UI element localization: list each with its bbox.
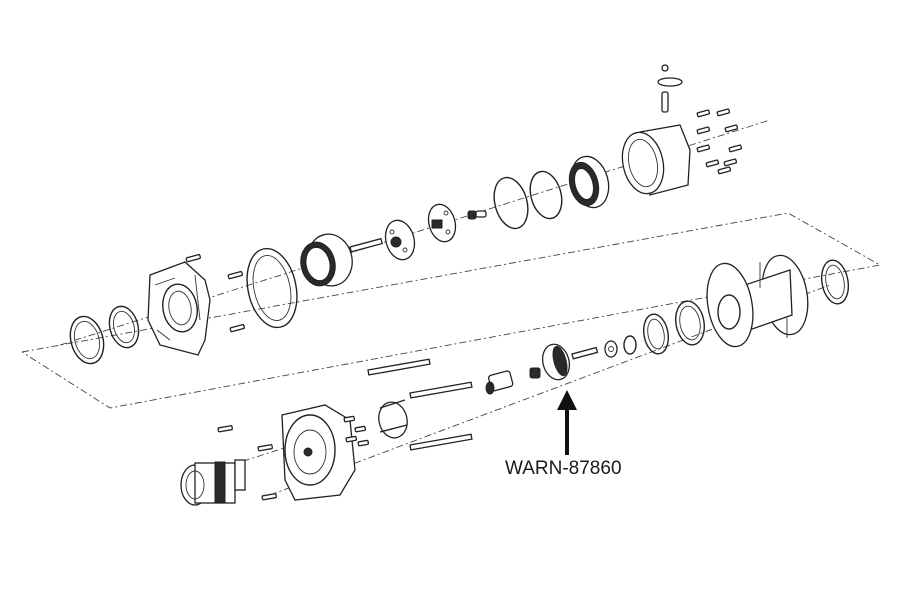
bushing-ring-left [108, 305, 140, 349]
sun-shaft [349, 237, 383, 253]
bolts-gear-housing [696, 108, 743, 175]
clutch-ring [568, 155, 610, 209]
planet-carrier-1 [384, 219, 416, 261]
end-housing [147, 261, 211, 356]
part-number-callout: WARN-87860 [505, 458, 622, 479]
clutch-lever-assembly [657, 64, 683, 113]
gasket [246, 247, 298, 329]
thrust-washer [604, 340, 618, 358]
coupler [485, 370, 514, 395]
arrow-up-icon [557, 390, 577, 455]
winch-drum [706, 254, 809, 348]
bolts-housing [185, 253, 245, 333]
retaining-ring-1 [493, 176, 529, 230]
motor [180, 459, 246, 506]
seal-ring-left [69, 315, 105, 365]
drum-seal-1 [642, 313, 670, 355]
retaining-ring-2 [529, 170, 563, 220]
ring-gear [300, 233, 353, 287]
motor-end-plate [281, 404, 356, 501]
bolts-end-plate [217, 415, 370, 501]
drum-seal-2 [674, 300, 706, 346]
spring-pin [467, 210, 487, 220]
bushing-small [623, 335, 637, 355]
spacer-ring [378, 399, 408, 439]
planet-carrier-2 [427, 203, 457, 243]
gear-housing-ring [621, 124, 691, 196]
drive-shaft-assembly-winch-87860 [529, 343, 599, 381]
tie-rods [367, 358, 473, 451]
drum-end-ring [820, 259, 850, 305]
